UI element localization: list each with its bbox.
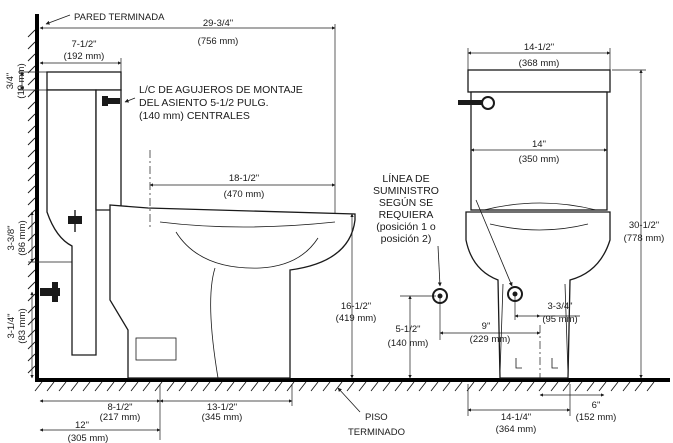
seat-holes-label-3: (140 mm) CENTRALES — [139, 110, 250, 122]
dim-bolt-spacing-mm: (152 mm) — [576, 412, 617, 423]
dim-rim-height-in: 16-1/2" — [341, 301, 371, 312]
seat-holes-label-1: L/C DE AGUJEROS DE MONTAJE — [139, 84, 303, 96]
dim-base-13-mm: (345 mm) — [202, 412, 243, 423]
floor-hatching — [34, 381, 655, 392]
flush-handle-front-icon — [458, 96, 495, 110]
dimension-lines — [18, 14, 646, 440]
dim-supply-height-mm: (140 mm) — [388, 338, 429, 349]
finished-floor-label-2: TERMINADO — [348, 427, 405, 438]
dim-overall-length-in: 29-3/4" — [203, 18, 233, 29]
dim-holes-bowl-mm: (470 mm) — [224, 189, 265, 200]
dim-tank-width-in: 14-1/2" — [524, 42, 554, 53]
flush-handle-side-icon — [102, 96, 120, 106]
dim-rim-height-mm: (419 mm) — [336, 313, 377, 324]
finished-floor-label-1: PISO — [365, 412, 388, 423]
dim-base-8-in: 8-1/2" — [107, 402, 132, 413]
dim-tank-depth-in: 7-1/2" — [71, 39, 96, 50]
base-cover-side — [135, 337, 177, 361]
seat-edge-side — [159, 221, 336, 228]
dim-overall-height-mm: (778 mm) — [624, 233, 665, 244]
dim-supply-offset-9-in: 9" — [482, 321, 491, 332]
supply-label-2: SUMINISTRO — [373, 185, 439, 197]
bowl-body-side — [109, 204, 356, 379]
supply-label-6: posición 2) — [381, 233, 432, 245]
dim-side-314-in: 3-1/4" — [6, 313, 17, 338]
annotations: PARED TERMINADA PISO TERMINADO L/C DE AG… — [5, 12, 664, 443]
dim-tank-depth-mm: (192 mm) — [64, 51, 105, 62]
dim-base-13-in: 13-1/2" — [207, 402, 237, 413]
supply-label-4: REQUIERA — [379, 209, 434, 221]
dim-side-338-mm: (86 mm) — [17, 220, 28, 255]
supply-label-5: (posición 1 o — [376, 221, 436, 233]
supply-label-3: SEGÚN SE — [379, 196, 433, 209]
dim-tank-width-mm: (368 mm) — [519, 58, 560, 69]
tank-lid-front — [467, 69, 611, 93]
bolt-caps-front — [515, 358, 558, 369]
dim-bowl-width-in: 14" — [532, 139, 546, 150]
dim-supply-offset-3-mm: (95 mm) — [542, 314, 577, 325]
tank-front-side — [95, 89, 122, 211]
supply-label-1: LÍNEA DE — [382, 172, 429, 185]
seat-edge-front — [489, 223, 589, 231]
dim-bolt-spacing-in: 6" — [592, 400, 601, 411]
tank-lid-side — [46, 71, 122, 91]
wall-hatching — [27, 29, 36, 374]
dim-supply-offset-9-mm: (229 mm) — [470, 334, 511, 345]
dim-base-width-in: 14-1/4" — [501, 412, 531, 423]
dim-overall-length-mm: (756 mm) — [198, 36, 239, 47]
supply-valve-side-icon — [68, 210, 82, 232]
dim-base-8-mm: (217 mm) — [100, 412, 141, 423]
dim-base-width-mm: (364 mm) — [496, 424, 537, 435]
finished-wall — [27, 14, 39, 382]
finished-floor — [34, 378, 670, 392]
dim-rough-in-in: 12" — [75, 420, 89, 431]
dim-bowl-width-mm: (350 mm) — [519, 154, 560, 165]
dim-lid-thickness-in: 3/4" — [5, 73, 16, 90]
dim-rough-in-mm: (305 mm) — [68, 433, 109, 443]
seat-top-front — [483, 202, 597, 211]
dim-overall-height-in: 30-1/2" — [629, 220, 659, 231]
dim-side-314-mm: (83 mm) — [17, 308, 28, 343]
dim-holes-bowl-in: 18-1/2" — [229, 173, 259, 184]
trapway-side — [210, 267, 219, 379]
side-view-toilet — [40, 71, 356, 379]
dim-supply-offset-3-in: 3-3/4" — [547, 301, 572, 312]
front-view-toilet — [432, 69, 611, 379]
bowl-interior-side — [175, 231, 319, 269]
dim-side-338-in: 3-3/8" — [6, 225, 17, 250]
tank-body-front — [470, 91, 608, 211]
supply-stop-wall-icon — [40, 282, 60, 302]
pedestal-lines-front — [499, 283, 569, 375]
bowl-front — [465, 211, 611, 379]
finished-wall-label: PARED TERMINADA — [74, 12, 165, 23]
dim-supply-height-in: 5-1/2" — [395, 324, 420, 335]
dim-lid-thickness-mm: (19 mm) — [16, 63, 27, 98]
seat-holes-label-2: DEL ASIENTO 5-1/2 PULG. — [139, 97, 269, 109]
